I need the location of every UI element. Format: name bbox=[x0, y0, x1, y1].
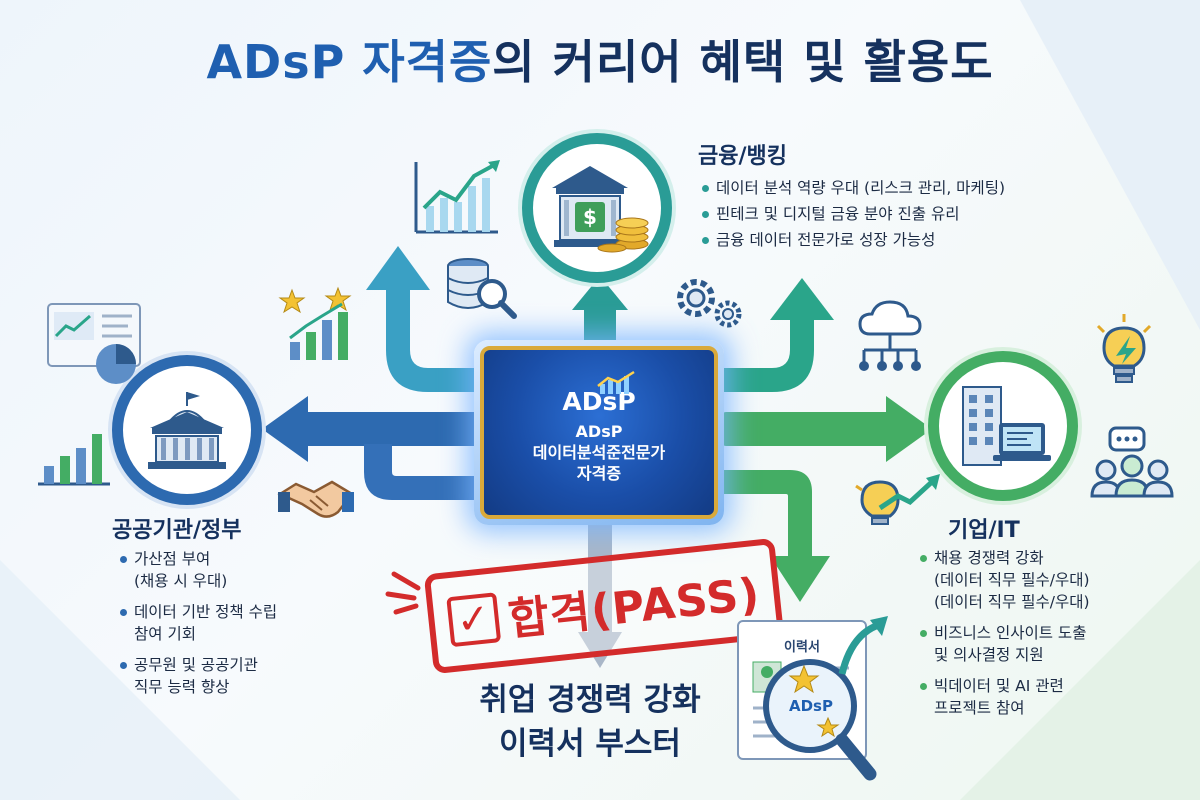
stamp-text: 합격(PASS) bbox=[505, 568, 763, 646]
svg-text:$: $ bbox=[583, 205, 597, 229]
arrow-down-center bbox=[578, 525, 622, 668]
resume-badge: ADsP bbox=[789, 697, 833, 715]
dashboard-icon bbox=[47, 303, 141, 384]
certificate-line: 데이터분석준전문가 bbox=[532, 443, 666, 462]
government-title: 공공기관/정부 bbox=[112, 518, 242, 543]
finance-title: 금융/뱅킹 bbox=[698, 144, 787, 169]
star-growth-chart-icon bbox=[278, 286, 352, 360]
handshake-icon bbox=[277, 480, 354, 518]
arrow-down-right bbox=[722, 470, 830, 602]
bar-chart-icon bbox=[38, 434, 110, 486]
title-rest: 의 커리어 혜택 및 활용도 bbox=[492, 35, 994, 89]
title-highlight: ADsP 자격증 bbox=[206, 35, 493, 89]
office-laptop-icon bbox=[962, 386, 1051, 466]
corporate-title: 기업/IT bbox=[948, 518, 1020, 543]
checkmark-icon: ✓ bbox=[445, 592, 501, 648]
growth-arrow-icon bbox=[838, 616, 888, 675]
arrow-lower-left bbox=[364, 444, 478, 500]
resume-title: 이력서 bbox=[784, 640, 820, 655]
gears-icon bbox=[677, 279, 742, 328]
list-item: 채용 경쟁력 강화(데이터 직무 필수/우대)(데이터 직무 필수/우대) bbox=[918, 547, 1090, 613]
certificate-line: 자격증 bbox=[576, 464, 622, 483]
arrow-to-finance bbox=[572, 276, 628, 348]
certificate-chart-icon bbox=[597, 370, 635, 394]
finance-bullets: 데이터 분석 역량 우대 (리스크 관리, 마케팅) 핀테크 및 디지털 금융 … bbox=[700, 177, 1005, 255]
team-chat-icon bbox=[1090, 426, 1174, 498]
arrow-up-right bbox=[722, 278, 834, 392]
list-item: 데이터 분석 역량 우대 (리스크 관리, 마케팅) bbox=[700, 177, 1005, 199]
arrow-up-left bbox=[366, 246, 478, 392]
finance-hub: $ bbox=[522, 133, 672, 283]
lightbulb-icon bbox=[1096, 314, 1152, 383]
arrow-to-government bbox=[262, 396, 480, 462]
list-item: 가산점 부여(채용 시 우대) bbox=[118, 548, 277, 592]
arrow-to-corporate bbox=[722, 396, 932, 462]
list-item: 금융 데이터 전문가로 성장 가능성 bbox=[700, 229, 1005, 251]
list-item: 핀테크 및 디지털 금융 분야 진출 유리 bbox=[700, 203, 1005, 225]
boost-text: 취업 경쟁력 강화 이력서 부스터 bbox=[430, 678, 750, 766]
magnifier-icon bbox=[763, 659, 877, 781]
boost-line: 취업 경쟁력 강화 bbox=[479, 682, 701, 718]
bank-coins-icon: $ bbox=[552, 166, 649, 253]
corporate-hub bbox=[928, 351, 1078, 501]
line-chart-icon bbox=[414, 160, 500, 234]
certificate-line: ADsP bbox=[575, 422, 623, 441]
government-hub bbox=[112, 355, 262, 505]
certificate-card: ADsP ADsP 데이터분석준전문가 자격증 bbox=[474, 340, 724, 525]
stamp-burst-icon bbox=[385, 571, 421, 615]
boost-line: 이력서 부스터 bbox=[499, 726, 681, 762]
database-search-icon bbox=[447, 258, 517, 319]
corporate-bullets: 채용 경쟁력 강화(데이터 직무 필수/우대)(데이터 직무 필수/우대) 비즈… bbox=[918, 547, 1090, 728]
government-building-icon bbox=[148, 392, 226, 469]
idea-growth-icon bbox=[855, 474, 940, 525]
cloud-network-icon bbox=[858, 300, 922, 371]
page-title: ADsP 자격증의 커리어 혜택 및 활용도 bbox=[0, 26, 1200, 92]
certificate-logo: ADsP bbox=[562, 387, 636, 416]
